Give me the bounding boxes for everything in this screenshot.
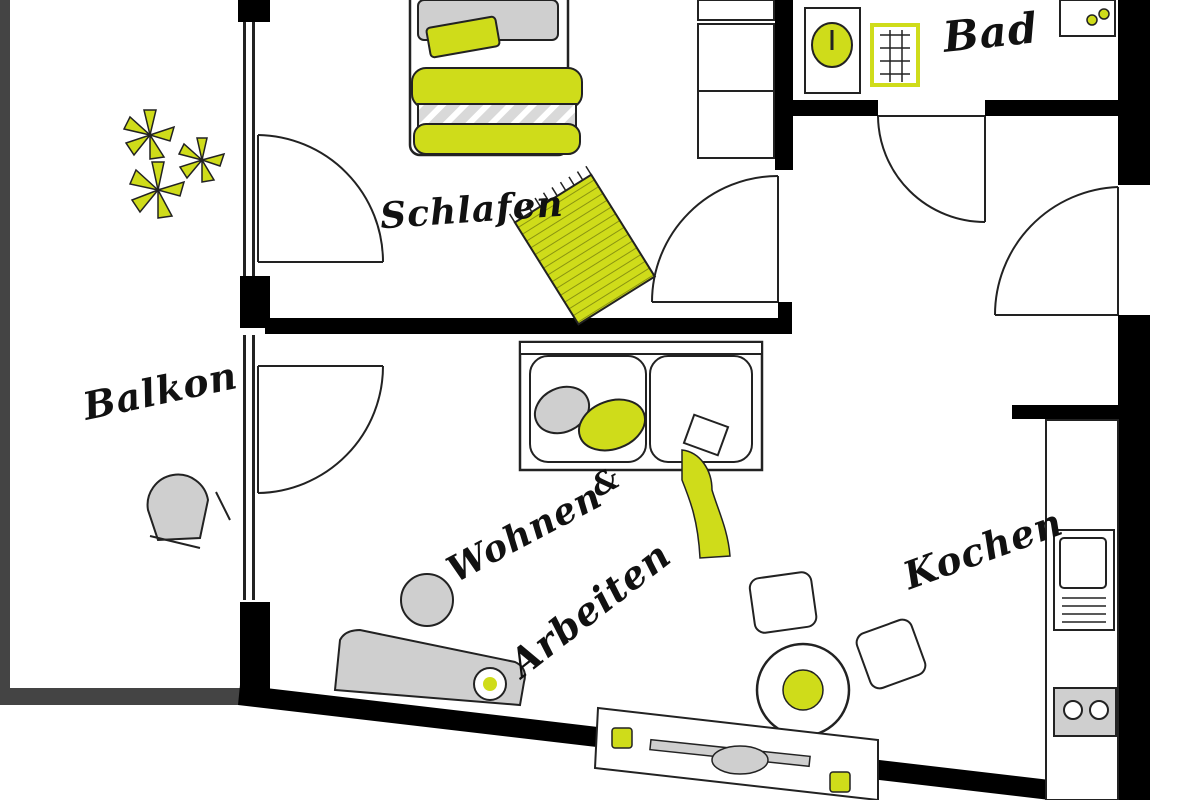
room-label-bad: Bad bbox=[940, 3, 1041, 62]
sofa-icon bbox=[518, 340, 764, 472]
washing-machine-icon bbox=[1059, 0, 1116, 37]
lamp-icon bbox=[611, 727, 851, 793]
bedroom-door bbox=[651, 175, 779, 303]
balcony-chair-icon bbox=[146, 473, 231, 549]
balcony-frame bbox=[0, 0, 245, 705]
washbasin-icon bbox=[804, 7, 861, 94]
balcony-door-lower bbox=[257, 365, 384, 494]
pouf-icon bbox=[400, 573, 454, 627]
bathroom-door bbox=[877, 115, 986, 223]
desk-icon bbox=[333, 628, 526, 707]
table-icon bbox=[755, 642, 851, 738]
sink-icon bbox=[1053, 529, 1115, 631]
balcony-door-upper bbox=[257, 134, 384, 263]
blanket-icon bbox=[681, 449, 731, 559]
chair-icon bbox=[748, 571, 927, 690]
stove-icon bbox=[1053, 687, 1117, 737]
entry-door bbox=[994, 186, 1119, 316]
wardrobe-icon bbox=[697, 0, 775, 159]
shower-icon bbox=[870, 23, 920, 87]
plant-icon bbox=[122, 109, 226, 219]
rug-icon bbox=[508, 165, 657, 326]
sideboard-icon bbox=[593, 706, 879, 800]
bed-icon bbox=[408, 0, 583, 157]
